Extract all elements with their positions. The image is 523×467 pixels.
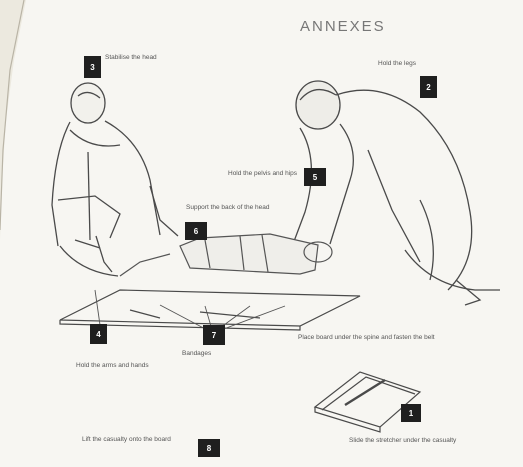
folded-stretcher — [315, 372, 420, 432]
annex-title: ANNEXES — [300, 18, 386, 35]
step-6-marker: 6 — [185, 222, 207, 240]
paper-edge-shadow — [0, 0, 26, 240]
roll-instruction-label: Lift the casualty onto the board — [82, 436, 171, 444]
step-4-marker: 4 — [90, 324, 107, 344]
step-2-label: Hold the legs — [378, 60, 416, 68]
step-3-label: Stabilise the head — [105, 54, 157, 62]
bandage-pointer-lines — [95, 290, 285, 333]
step-5-marker: 5 — [304, 168, 326, 186]
step-1-marker: 1 — [401, 404, 421, 422]
board-instruction-label: Place board under the spine and fasten t… — [298, 334, 435, 342]
step-5-label: Hold the pelvis and hips — [228, 170, 297, 178]
step-7-label: Bandages — [182, 350, 211, 358]
step-4-label: Hold the arms and hands — [76, 362, 149, 370]
step-7-marker: 7 — [203, 325, 225, 345]
step-3-marker: 3 — [84, 56, 101, 78]
step-6-label: Support the back of the head — [186, 204, 269, 212]
step-2-marker: 2 — [420, 76, 437, 98]
step-1-label: Slide the stretcher under the casualty — [349, 437, 456, 445]
left-rescuer — [52, 83, 178, 276]
right-rescuer — [290, 81, 500, 305]
casualty — [120, 234, 332, 276]
step-8-marker: 8 — [198, 439, 220, 457]
